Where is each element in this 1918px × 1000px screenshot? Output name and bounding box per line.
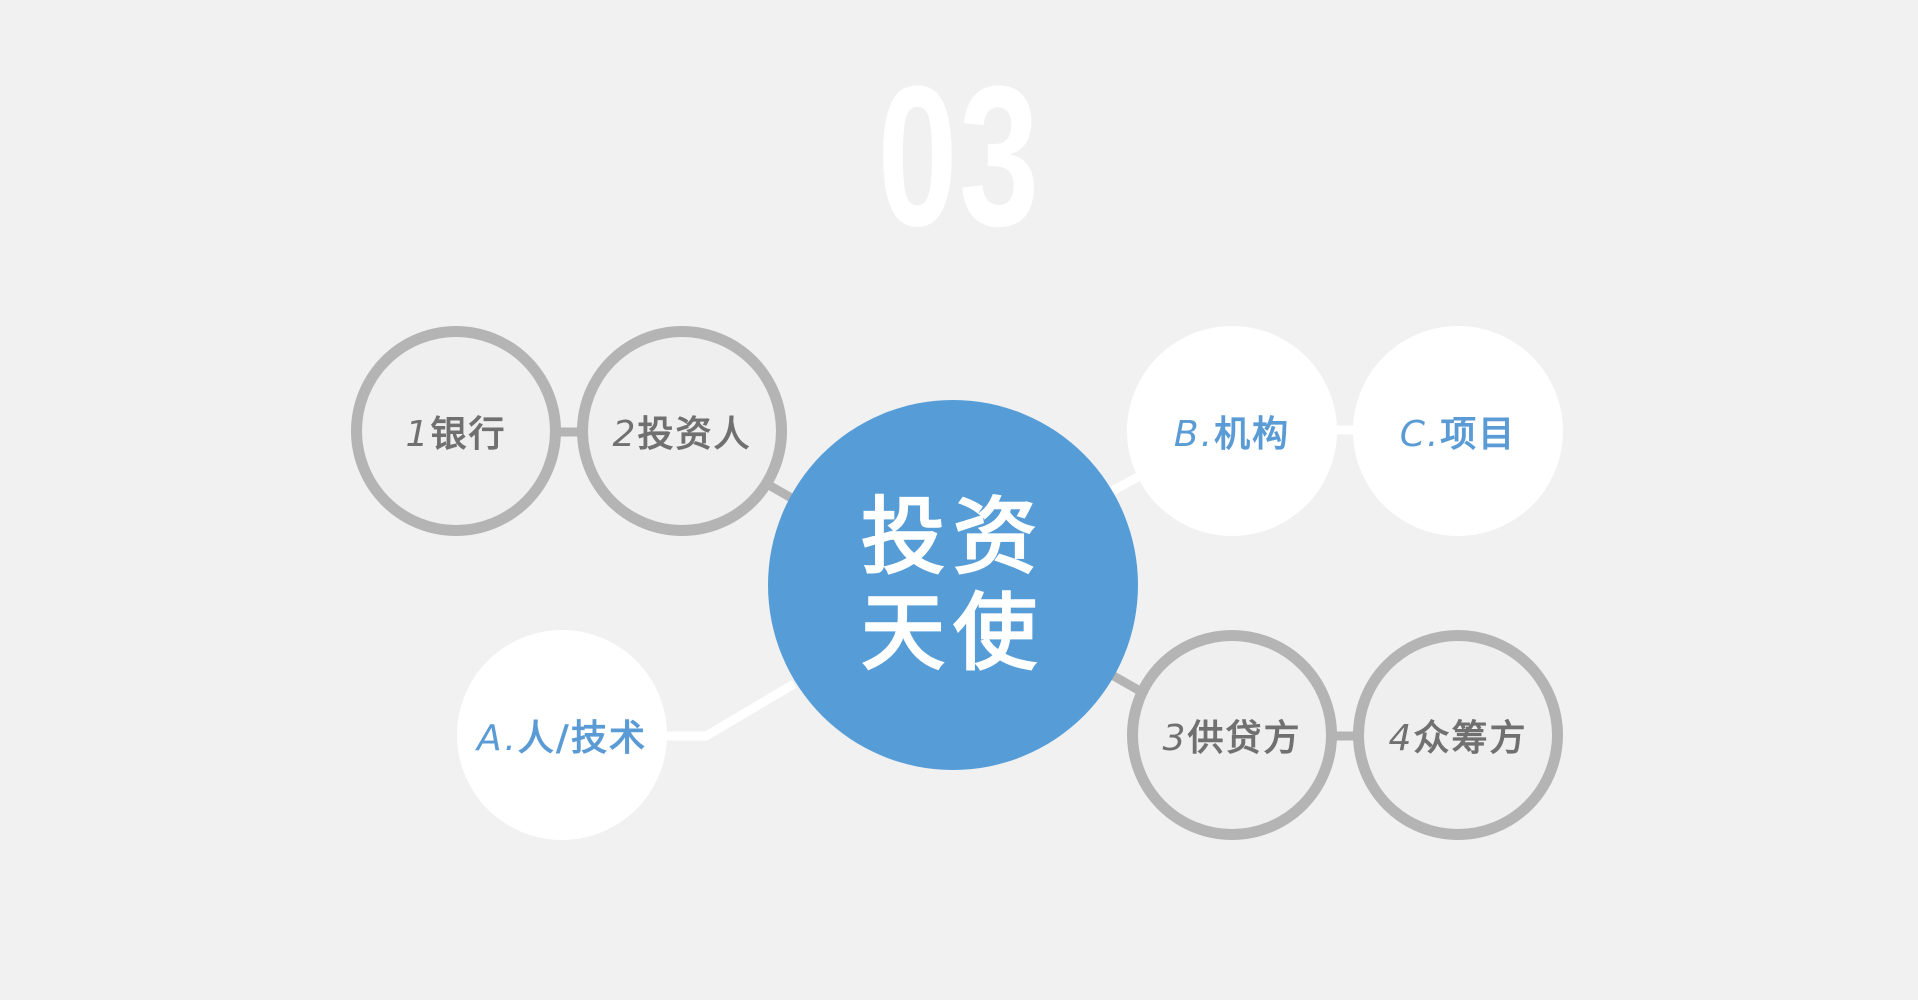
node-people-tech-label: A.人/技术 [477, 718, 647, 759]
node-crowdfunder: 4众筹方 [1353, 630, 1563, 840]
node-project-label: C.项目 [1399, 414, 1517, 455]
node-investor-label: 2投资人 [612, 414, 752, 455]
connector-center-institution [1107, 472, 1143, 496]
node-bank: 1银行 [351, 326, 561, 536]
center-title-line2: 天使 [860, 584, 1045, 682]
center-node: 投资 天使 [768, 400, 1138, 770]
center-title-line1: 投资 [860, 488, 1045, 586]
connector-center-supplier [1109, 671, 1143, 695]
node-institution: B.机构 [1127, 326, 1337, 536]
node-supplier-label: 3供贷方 [1162, 718, 1302, 759]
node-project: C.项目 [1353, 326, 1563, 536]
node-institution-label: B.机构 [1173, 414, 1291, 455]
section-number: 03 [877, 45, 1041, 268]
node-investor: 2投资人 [577, 326, 787, 536]
node-bank-label: 1银行 [405, 414, 507, 455]
connector-center-people-tech [664, 680, 797, 741]
node-supplier: 3供贷方 [1127, 630, 1337, 840]
node-crowdfunder-label: 4众筹方 [1388, 718, 1528, 759]
node-people-tech: A.人/技术 [457, 630, 667, 840]
